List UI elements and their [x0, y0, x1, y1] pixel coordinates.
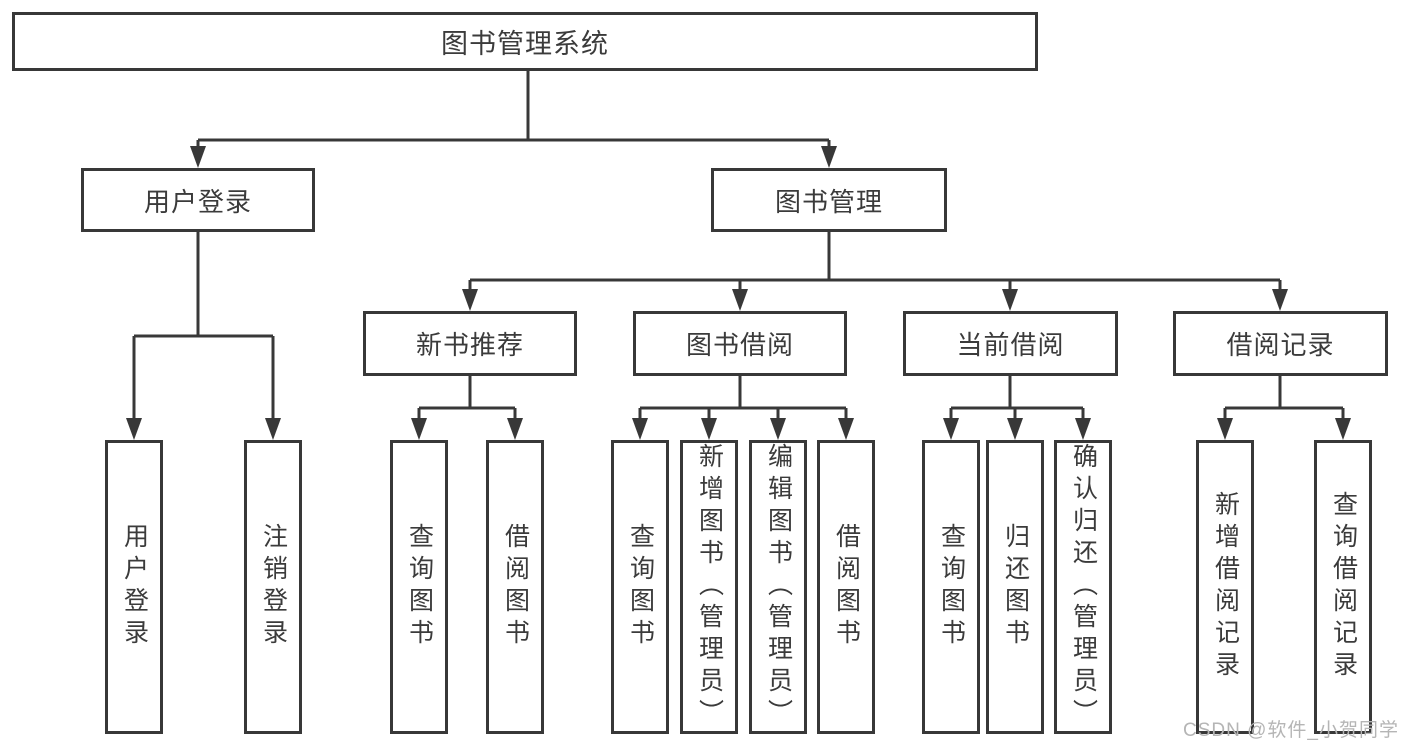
leaf-borrow-books-recommend: 借阅图书 [486, 440, 544, 734]
node-label: 用户登录 [120, 523, 149, 651]
leaf-borrow-books-borrow: 借阅图书 [817, 440, 875, 734]
leaf-query-books-borrow: 查询图书 [611, 440, 669, 734]
node-label: 用户登录 [143, 186, 252, 217]
node-library-management-system: 图书管理系统 [12, 12, 1038, 71]
node-user-login: 用户登录 [81, 168, 315, 232]
node-label: 新增图书（管理员） [695, 443, 724, 731]
node-book-borrowing: 图书借阅 [633, 311, 847, 376]
connector-book-borrow-branch [638, 376, 848, 420]
node-borrowing-records: 借阅记录 [1173, 311, 1388, 376]
leaf-return-book: 归还图书 [986, 440, 1044, 734]
arrow-down-icon [732, 289, 748, 311]
arrow-down-icon [1075, 418, 1091, 440]
connector-borrow-record-branch [1223, 376, 1345, 420]
node-label: 借阅图书 [501, 523, 530, 651]
arrow-down-icon [507, 418, 523, 440]
watermark: CSDN @软件_小贺同学 [1183, 720, 1399, 741]
node-book-management: 图书管理 [711, 168, 947, 232]
connector-current-borrow-branch [949, 376, 1085, 420]
arrow-down-icon [411, 418, 427, 440]
node-label: 查询图书 [937, 523, 966, 651]
leaf-query-books-current: 查询图书 [922, 440, 980, 734]
node-current-borrowing: 当前借阅 [903, 311, 1118, 376]
node-label: 查询图书 [405, 523, 434, 651]
node-label: 图书管理 [774, 186, 883, 217]
node-label: 借阅图书 [832, 523, 861, 651]
leaf-query-borrow-record: 查询借阅记录 [1314, 440, 1372, 734]
leaf-user-login: 用户登录 [105, 440, 163, 734]
node-label: 借阅记录 [1226, 330, 1335, 360]
node-label: 归还图书 [1001, 523, 1030, 651]
leaf-edit-book-admin: 编辑图书（管理员） [749, 440, 807, 734]
leaf-add-borrow-record: 新增借阅记录 [1196, 440, 1254, 734]
arrow-down-icon [821, 146, 837, 168]
node-label: 注销登录 [259, 523, 288, 651]
connector-book-management-branch [468, 232, 1282, 291]
node-label: 当前借阅 [956, 330, 1065, 360]
node-label: 查询图书 [626, 523, 655, 651]
arrow-down-icon [943, 418, 959, 440]
arrow-down-icon [1002, 289, 1018, 311]
arrow-down-icon [126, 418, 142, 440]
connector-user-login-branch [132, 232, 275, 420]
node-label: 图书管理系统 [441, 29, 609, 59]
node-label: 新增借阅记录 [1211, 491, 1240, 683]
arrow-down-icon [1007, 418, 1023, 440]
connector-root-to-level2 [196, 71, 831, 148]
arrow-down-icon [838, 418, 854, 440]
node-label: 新书推荐 [415, 330, 524, 360]
arrow-down-icon [701, 418, 717, 440]
node-label: 编辑图书（管理员） [764, 443, 793, 731]
arrow-down-icon [1272, 289, 1288, 311]
arrow-down-icon [265, 418, 281, 440]
arrow-down-icon [1217, 418, 1233, 440]
node-label: 确认归还（管理员） [1069, 443, 1098, 731]
node-new-book-recommendation: 新书推荐 [363, 311, 577, 376]
node-label: 图书借阅 [685, 330, 794, 360]
connector-new-book-branch [417, 376, 517, 420]
arrowheads [126, 146, 1351, 440]
leaf-add-book-admin: 新增图书（管理员） [680, 440, 738, 734]
leaf-confirm-return-admin: 确认归还（管理员） [1054, 440, 1112, 734]
arrow-down-icon [770, 418, 786, 440]
arrow-down-icon [1335, 418, 1351, 440]
arrow-down-icon [190, 146, 206, 168]
leaf-logout: 注销登录 [244, 440, 302, 734]
leaf-query-books-recommend: 查询图书 [390, 440, 448, 734]
arrow-down-icon [632, 418, 648, 440]
arrow-down-icon [462, 289, 478, 311]
node-label: 查询借阅记录 [1329, 491, 1358, 683]
